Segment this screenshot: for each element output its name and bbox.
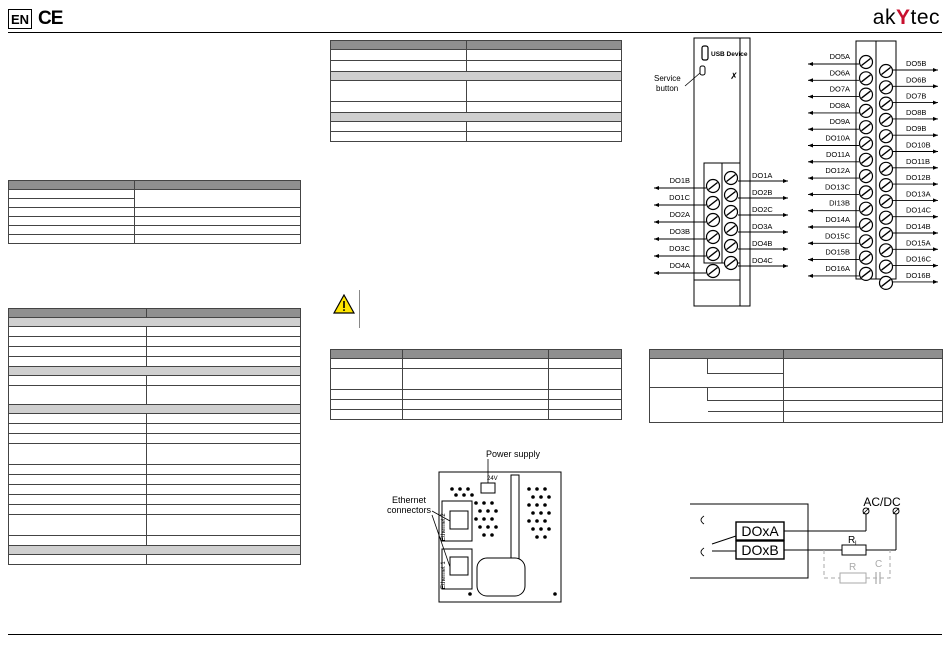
language-badge: EN [8,9,32,29]
terminal-label: DO1A [752,171,772,180]
service-button-label-1: Service [654,74,681,83]
terminal-label: DO15B [825,248,850,257]
right-terminals: DO5A DO6A DO7A DO8A DO9A DO10A DO11A DO12A DO13C… [808,52,938,290]
terminal-label: DO13A [906,189,931,198]
rl-label: R [848,535,855,546]
warning-divider [359,290,360,328]
ethernet-connectors-label: Ethernet connectors [387,495,432,515]
power-supply-label: Power supply [486,449,541,459]
spec-table-2 [8,308,301,565]
doxa-label: DOxA [741,523,779,539]
service-button-label-2: button [656,84,678,93]
language-label: EN [10,11,30,27]
ce-mark-logo: CE [38,8,63,30]
terminal-label: DO11B [906,157,930,166]
terminal-label: DO10B [906,141,931,150]
terminal-label: DO14B [906,222,931,231]
terminal-label: DO8B [906,108,926,117]
terminal-label: DO16C [906,255,932,264]
doxb-label: DOxB [741,542,778,558]
terminal-label: DO8A [830,101,850,110]
terminal-label: DO1C [669,193,690,202]
r-label: R [849,562,856,573]
voltage-label: 24V [487,476,498,482]
terminal-label: DO3A [752,222,772,231]
terminal-label: DO15C [825,231,851,240]
terminal-label: DO10A [825,134,850,143]
terminal-label: DO14C [906,206,932,215]
terminal-label: DO5A [830,52,850,61]
spec-table-4 [330,349,622,420]
terminal-label: DO12A [825,166,850,175]
brand-right-text: tec [910,6,940,29]
spec-table-5 [649,349,943,423]
output-circuit-diagram: DOxA DOxB AC/DC R L R C [690,495,901,584]
acdc-label: AC/DC [863,495,901,509]
terminal-label: DO4B [752,239,772,248]
terminal-label: DO5B [906,59,926,68]
terminal-label: DO15A [906,238,931,247]
terminal-label: DO2A [670,210,690,219]
terminal-label: DO4C [752,256,773,265]
spec-table-1 [8,180,301,244]
terminal-label: DO9B [906,124,926,133]
terminal-label: DO6B [906,75,926,84]
usb-device-label: USB Device [711,51,748,58]
device-front-drawing: 24V Ethernet 2 Ethernet 1 [431,459,562,603]
terminal-label: DO16A [825,264,850,273]
tool-icon: ✗ [730,71,738,81]
terminal-label: DO7A [830,85,850,94]
left-terminals: DO1B DO1C DO2A DO3B DO3C DO4A DO1A DO2B DO2C DO3A… [654,170,788,279]
terminal-label: DO2B [752,188,772,197]
terminal-label: DO6A [830,68,850,77]
ce-mark-text: CE [38,8,63,29]
terminal-label: DO1B [670,176,690,185]
warning-icon [332,293,356,319]
brand-left-text: ak [872,6,896,29]
terminal-label: DO12B [906,173,931,182]
terminal-label: DO3B [670,227,690,236]
terminal-label: DO3C [669,244,690,253]
header-rule [8,32,942,33]
terminal-label: DO13C [825,182,851,191]
ethernet2-label: Ethernet 2 [441,513,447,541]
ethernet1-label: Ethernet 1 [441,561,447,589]
terminal-label: DI13B [829,199,850,208]
terminal-label: DO14A [825,215,850,224]
spec-table-3 [330,40,622,142]
footer-rule [8,634,942,635]
terminal-label: DO16B [906,271,931,280]
rl-subscript: L [855,541,859,547]
terminal-label: DO9A [830,117,850,126]
brand-accent-text: Y [895,6,911,29]
module-terminal-drawing: USB Device ✗ Service button DO1B DO1C DO2A… [654,37,938,307]
brand-logo: akYtec [873,6,940,30]
c-label: C [875,559,882,570]
terminal-label: DO11A [826,150,850,159]
terminal-label: DO7B [906,92,926,101]
terminal-label: DO4A [670,261,690,270]
terminal-label: DO2C [752,205,773,214]
